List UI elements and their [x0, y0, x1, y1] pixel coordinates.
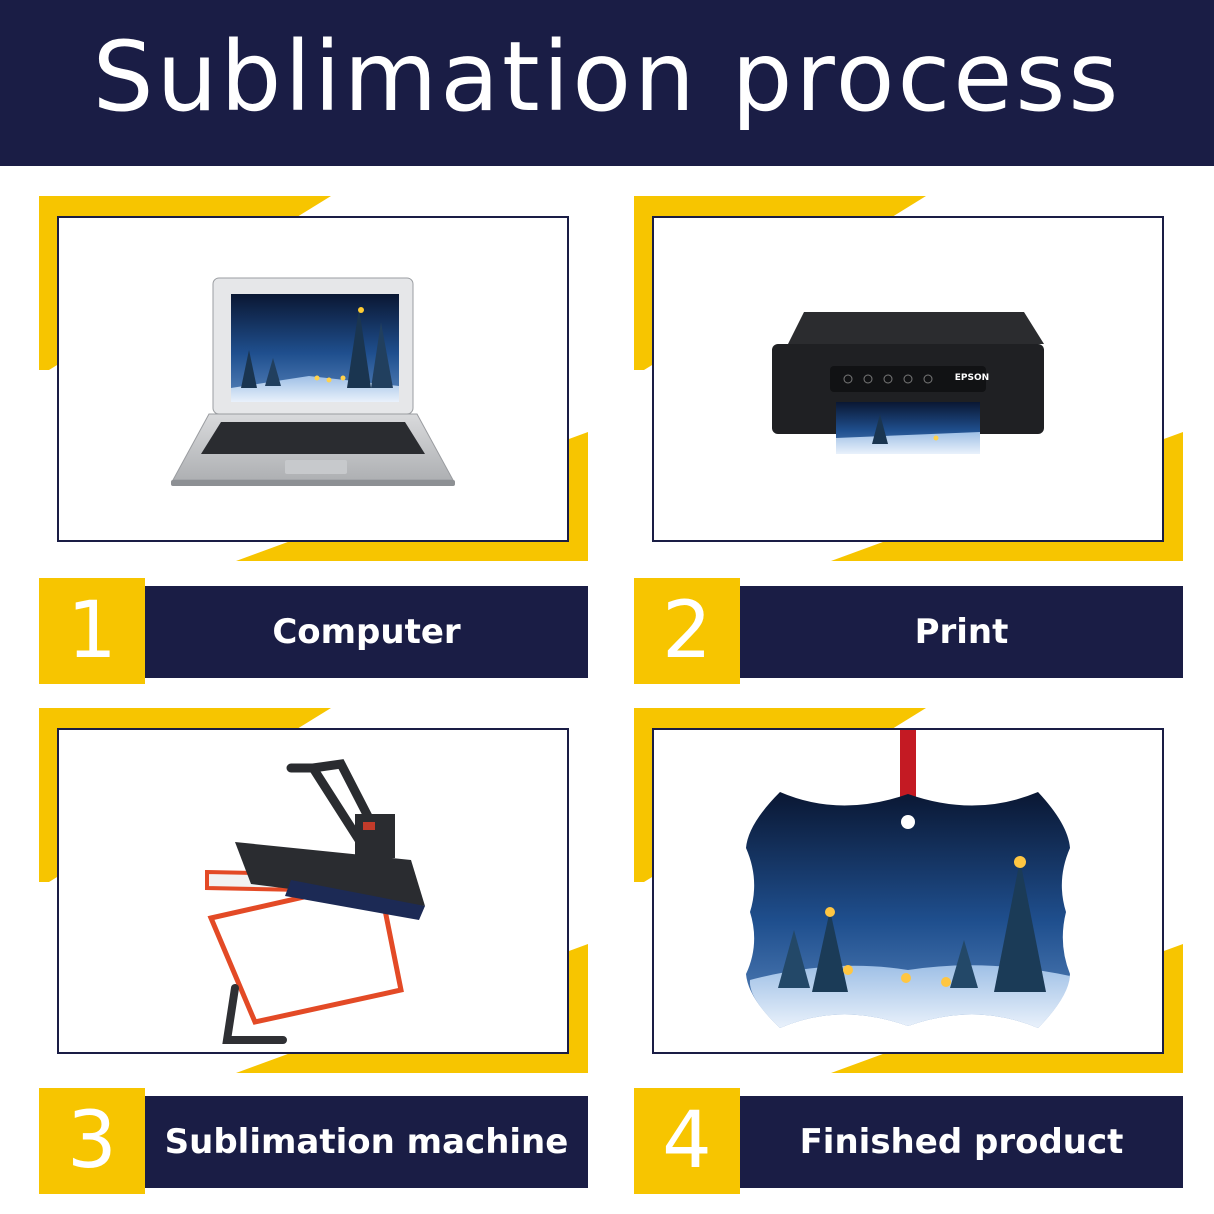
step-title: Sublimation machine	[145, 1096, 588, 1188]
step-1-card	[39, 196, 588, 561]
step-1-frame	[57, 216, 569, 542]
laptop-image	[171, 277, 455, 486]
step-number: 1	[39, 578, 145, 684]
step-2-label: 2 Print	[634, 578, 1183, 684]
heat-press-image	[205, 759, 425, 1044]
step-4-label: 4 Finished product	[634, 1088, 1183, 1194]
step-title: Finished product	[740, 1096, 1183, 1188]
header-banner: Sublimation process	[0, 0, 1214, 166]
ornament-image	[746, 730, 1070, 1028]
step-title: Computer	[145, 586, 588, 678]
printer-image: EPSON	[772, 312, 1044, 454]
step-4-frame	[652, 728, 1164, 1054]
step-title: Print	[740, 586, 1183, 678]
step-number: 2	[634, 578, 740, 684]
step-3-frame	[57, 728, 569, 1054]
step-number: 3	[39, 1088, 145, 1194]
printer-brand: EPSON	[955, 373, 989, 383]
step-2-frame: EPSON	[652, 216, 1164, 542]
page-title: Sublimation process	[92, 21, 1122, 133]
step-4-card	[634, 708, 1183, 1073]
step-1-label: 1 Computer	[39, 578, 588, 684]
step-3-card	[39, 708, 588, 1073]
step-3-label: 3 Sublimation machine	[39, 1088, 588, 1194]
step-2-card: EPSON	[634, 196, 1183, 561]
step-number: 4	[634, 1088, 740, 1194]
